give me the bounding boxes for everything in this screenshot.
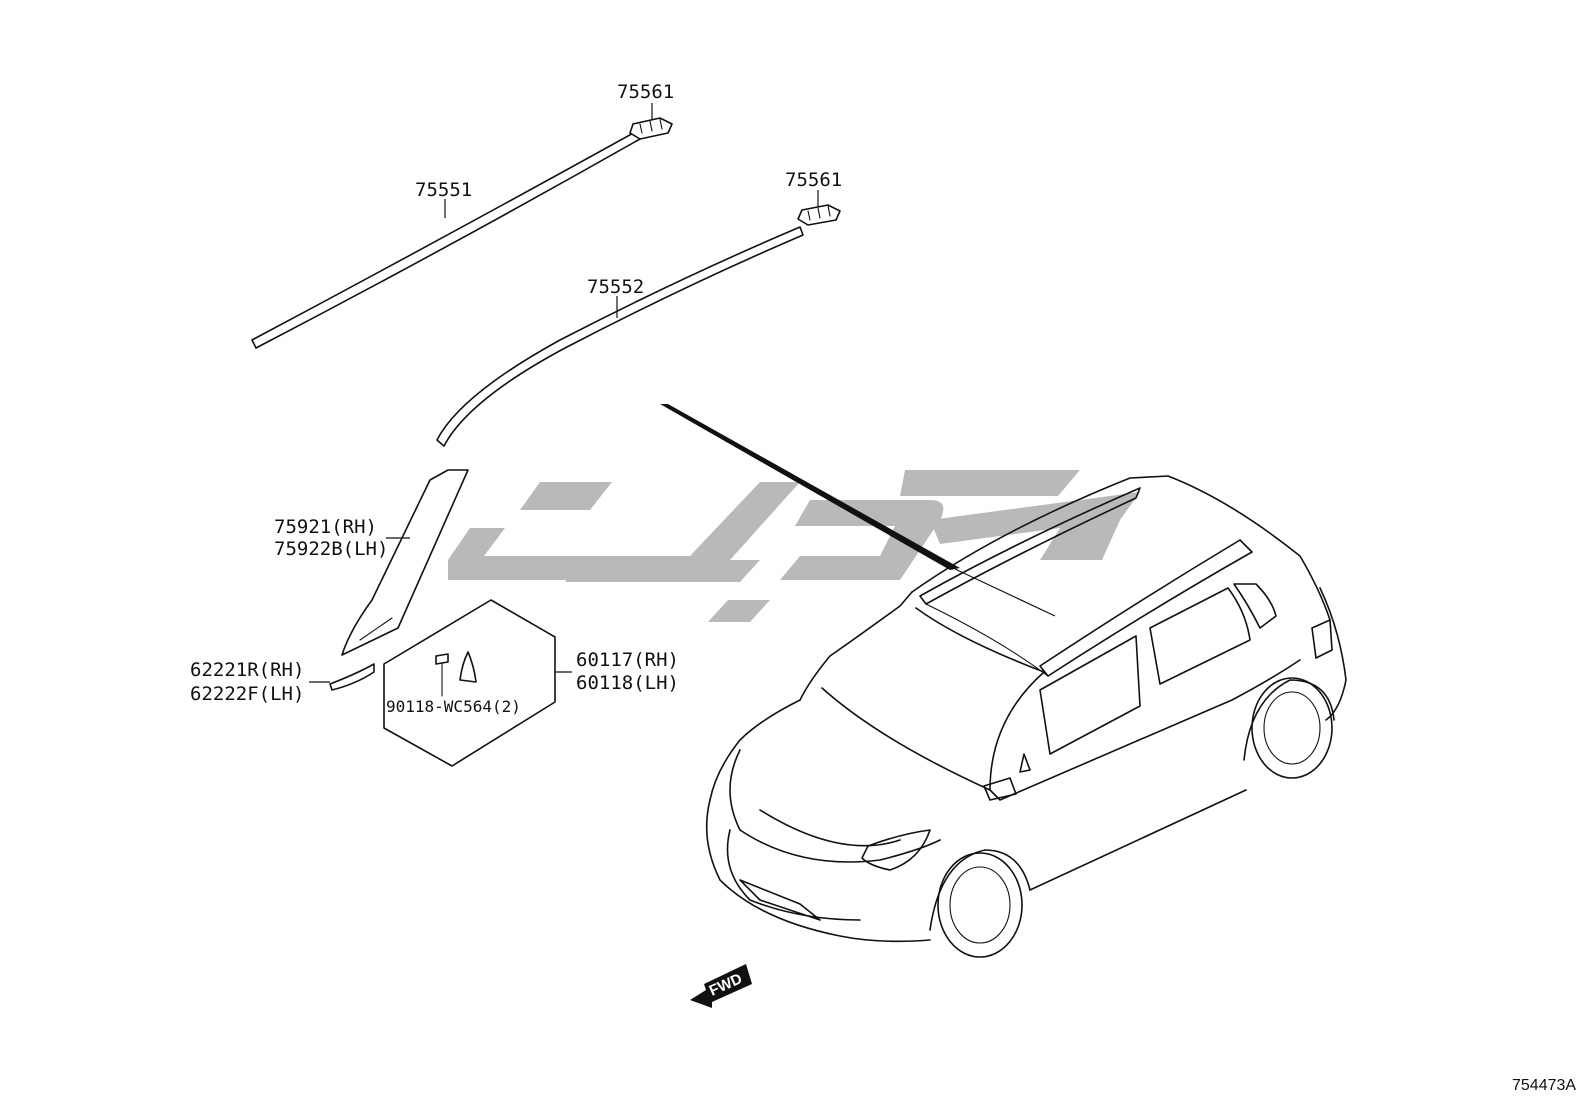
roof-molding-lh-shape bbox=[436, 226, 804, 447]
watermark-shape-5 bbox=[780, 500, 944, 580]
triangle-plate-shape bbox=[459, 651, 477, 683]
label-screw: 90118-WC564(2) bbox=[386, 697, 521, 716]
label-pillar-garnish-rh: 75921(RH) bbox=[274, 516, 377, 538]
figure-code: 754473A bbox=[1512, 1077, 1576, 1094]
label-roof-molding-lh: 75552 bbox=[587, 276, 644, 298]
label-cowl-seal-rh: 62221R(RH) bbox=[190, 659, 304, 681]
callout-wedge-tail bbox=[954, 568, 1056, 617]
car-illustration bbox=[705, 475, 1347, 958]
watermark-shape-4 bbox=[708, 600, 770, 622]
forward-direction-arrow: FWD bbox=[690, 964, 752, 1008]
hexagon-detail-frame bbox=[383, 599, 556, 767]
callout-wedge bbox=[660, 404, 960, 570]
watermark-shape-7 bbox=[930, 492, 1140, 560]
label-triangle-lh: 60118(LH) bbox=[576, 672, 679, 694]
watermark-shape-3 bbox=[565, 560, 760, 582]
watermark-logo bbox=[448, 470, 1140, 622]
label-pillar-garnish-lh: 75922B(LH) bbox=[274, 538, 388, 560]
screw-icon bbox=[435, 653, 449, 697]
label-roof-molding-rh: 75551 bbox=[415, 179, 472, 201]
watermark-shape-1 bbox=[520, 482, 612, 510]
watermark-shape-6 bbox=[900, 470, 1080, 496]
clip-lower-icon bbox=[797, 204, 841, 226]
cowl-seal-shape bbox=[329, 663, 375, 691]
pillar-garnish-detail bbox=[359, 617, 393, 641]
label-clip-lower: 75561 bbox=[785, 169, 842, 191]
label-triangle-rh: 60117(RH) bbox=[576, 649, 679, 671]
label-clip-upper: 75561 bbox=[617, 81, 674, 103]
label-cowl-seal-lh: 62222F(LH) bbox=[190, 683, 304, 705]
watermark-shape-2 bbox=[448, 482, 800, 580]
roof-molding-rh-shape bbox=[251, 130, 641, 349]
clip-upper-icon bbox=[629, 117, 673, 140]
pillar-garnish-shape bbox=[341, 469, 469, 656]
